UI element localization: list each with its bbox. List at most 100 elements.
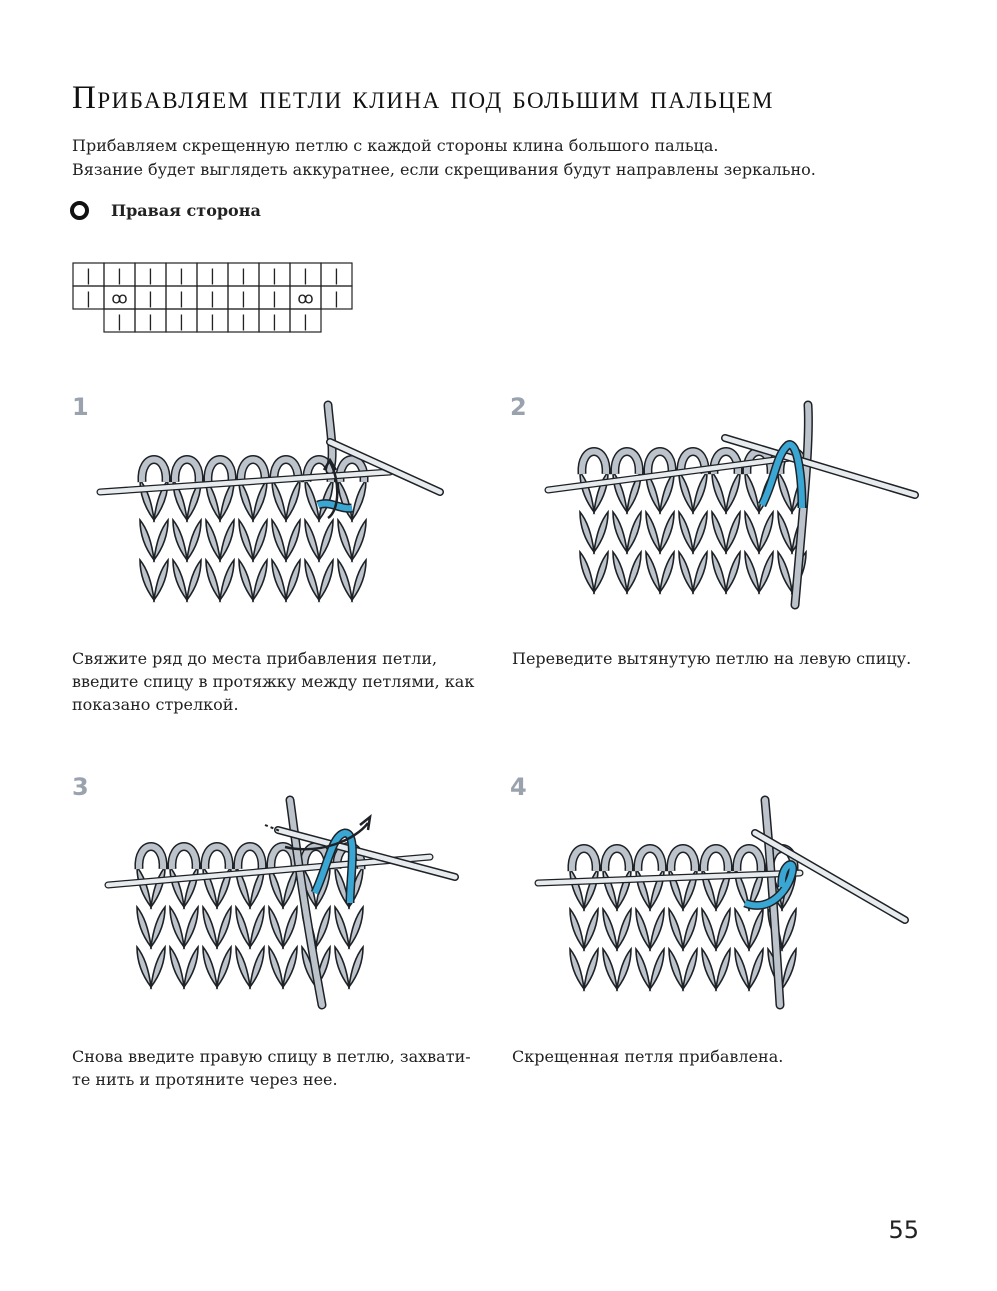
stitch-shape xyxy=(648,906,665,952)
stitch-shape xyxy=(678,549,695,595)
knit-symbol: | xyxy=(117,266,122,285)
step-caption: Свяжите ряд до места прибавления петли, … xyxy=(72,647,482,716)
caption-line: введите спицу в протяжку между петлями, … xyxy=(72,672,475,691)
stitch-shape xyxy=(350,477,367,523)
chart-symbols: ||||||||||ꝏ|||||ꝏ|||||||| xyxy=(86,266,339,331)
step-caption: Скрещенная петля прибавлена. xyxy=(512,1045,922,1068)
stitch-shape xyxy=(304,557,321,603)
knit-symbol: | xyxy=(272,312,277,331)
stitch-shape xyxy=(645,549,662,595)
stitch-shape xyxy=(724,469,741,515)
step-number: 1 xyxy=(72,393,89,421)
stitch-shape xyxy=(579,509,596,555)
knit-symbol: | xyxy=(86,266,91,285)
stitch-shape xyxy=(304,477,321,523)
stitch-shape xyxy=(218,557,235,603)
needle-loop-fill xyxy=(611,448,643,475)
stitch-shape xyxy=(635,866,652,912)
stitch-shape xyxy=(691,509,708,555)
stitch-shape xyxy=(635,906,652,952)
stitch-shape xyxy=(317,517,334,563)
stitch-shape xyxy=(235,904,252,950)
knit-symbol: | xyxy=(117,312,122,331)
stitch-shape xyxy=(182,864,199,910)
stitch-shape xyxy=(136,904,153,950)
stitch-shape xyxy=(218,477,235,523)
stitch-shape xyxy=(205,517,222,563)
stitch-shape xyxy=(777,469,794,515)
stitch-shape xyxy=(317,557,334,603)
stitch-shape xyxy=(615,906,632,952)
stitch-shape xyxy=(337,557,354,603)
stitch-shape xyxy=(248,864,265,910)
stitch-shape xyxy=(724,509,741,555)
stitch-shape xyxy=(681,906,698,952)
stitch-shape xyxy=(569,906,586,952)
stitch-shape xyxy=(602,946,619,992)
caption-line: Свяжите ряд до места прибавления петли, xyxy=(72,649,438,668)
knit-symbol: | xyxy=(86,289,91,308)
stitch-shape xyxy=(582,906,599,952)
stitch-shape xyxy=(625,549,642,595)
needle-loop-fill xyxy=(568,845,600,872)
stitch-shape xyxy=(268,944,285,990)
knit-symbol: | xyxy=(148,289,153,308)
needle-loop-fill xyxy=(644,448,676,475)
step-1-illustration xyxy=(96,400,444,603)
stitch-shape xyxy=(149,904,166,950)
stitch-shape xyxy=(569,946,586,992)
stitch-shape xyxy=(579,469,596,515)
stitch-shape xyxy=(612,549,629,595)
stitch-shape xyxy=(185,517,202,563)
stitch-shape xyxy=(625,509,642,555)
stitch-shape xyxy=(205,557,222,603)
stitch-shape xyxy=(780,906,797,952)
stitch-shape xyxy=(648,946,665,992)
knit-symbol: | xyxy=(179,312,184,331)
stitch-shape xyxy=(251,517,268,563)
stitch-shape xyxy=(172,557,189,603)
knit-symbol: | xyxy=(210,312,215,331)
stitch-shape xyxy=(757,509,774,555)
stitch-shape xyxy=(602,906,619,952)
needle-loop-fill xyxy=(171,456,203,483)
stitch-shape xyxy=(691,469,708,515)
stitch-shape xyxy=(681,946,698,992)
stitch-shape xyxy=(645,509,662,555)
step-2-illustration xyxy=(544,400,919,610)
stitch-shape xyxy=(701,906,718,952)
chart-grid xyxy=(72,262,353,333)
knit-symbol: | xyxy=(241,312,246,331)
needle-loop-fill xyxy=(204,456,236,483)
side-heading: Правая сторона xyxy=(70,201,261,220)
left-needle xyxy=(96,468,394,496)
step-caption: Снова введите правую спицу в петлю, захв… xyxy=(72,1045,482,1091)
stitch-shape xyxy=(185,477,202,523)
needle-loop-fill xyxy=(667,845,699,872)
stitch-shape xyxy=(334,904,351,950)
intro-text: Прибавляем скрещенную петлю с каждой сто… xyxy=(72,134,932,182)
stitch-shape xyxy=(281,904,298,950)
stitch-chart: ||||||||||ꝏ|||||ꝏ|||||||| xyxy=(72,262,353,333)
step-caption: Переведите вытянутую петлю на левую спиц… xyxy=(512,647,922,670)
stitch-shape xyxy=(251,557,268,603)
stitch-shape xyxy=(248,944,265,990)
right-needle xyxy=(721,434,919,499)
stitch-shape xyxy=(136,864,153,910)
stitch-shape xyxy=(615,866,632,912)
stitch-shape xyxy=(668,946,685,992)
stitch-shape xyxy=(172,517,189,563)
stitch-shape xyxy=(569,866,586,912)
arrow-icon xyxy=(327,461,339,520)
stitch-shape xyxy=(734,946,751,992)
stitch-shape xyxy=(284,477,301,523)
caption-line: показано стрелкой. xyxy=(72,695,239,714)
yarn-strand xyxy=(790,400,813,610)
stitch-shape xyxy=(139,517,156,563)
stitch-shape xyxy=(284,517,301,563)
stitch-shape xyxy=(714,946,731,992)
stitch-shape xyxy=(314,904,331,950)
stitch-shape xyxy=(780,946,797,992)
stitch-shape xyxy=(238,517,255,563)
stitch-shape xyxy=(658,509,675,555)
